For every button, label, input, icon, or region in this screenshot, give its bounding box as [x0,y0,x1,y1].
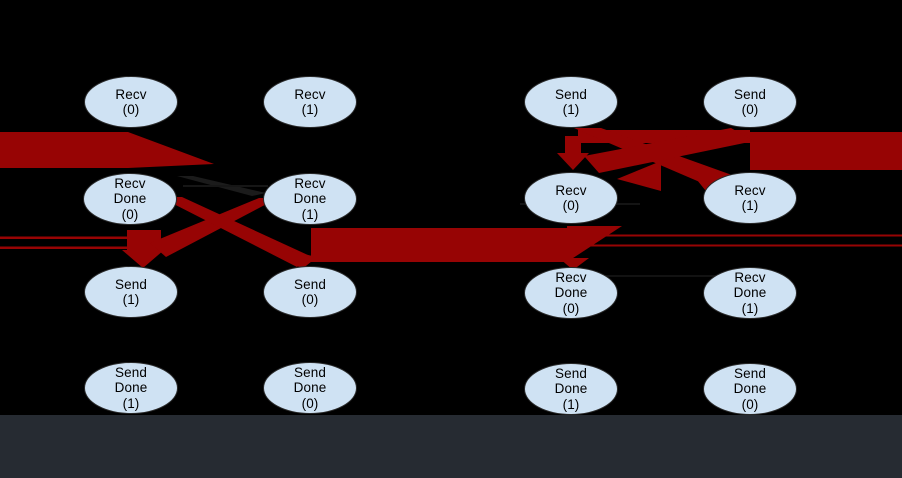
ghost-line-left [183,185,268,187]
node-label-line: (0) [562,300,580,316]
diag-recvdone0-to-send0 [160,197,310,267]
node-label-line: (0) [301,292,319,307]
node-label-line: (1) [301,206,319,222]
node-label-line: (0) [562,198,580,213]
node-label-line: Send [555,365,587,381]
node-label-line: (0) [741,102,759,117]
node-left-ch0-send-1: Send(1) [84,266,178,318]
node-label-line: Recv [734,182,766,198]
node-label-line: (1) [122,292,140,307]
node-label-line: Recv [734,269,766,285]
node-label-line: Send [115,276,147,292]
node-label-line: (0) [121,206,139,222]
node-label-line: (0) [122,102,140,117]
node-label-line: Recv [115,86,147,102]
tip-strip-above-recv0 [565,136,581,156]
node-label-line: Done [113,191,147,207]
band-left-step-taper [128,132,214,168]
arrowhead-into-send1 [122,250,164,268]
diag-recvdone1-to-send1 [150,198,278,257]
node-right-ch1-recv-1: Recv(1) [703,172,797,224]
node-label-line: Send [734,365,766,381]
node-label-line: Recv [114,175,146,191]
node-label-line: (1) [122,395,140,411]
node-label-line: Done [554,285,588,301]
node-label-line: Done [733,381,767,397]
node-label-line: Done [293,191,327,207]
node-left-ch1-recv-1: Recv(1) [263,76,357,128]
node-label-line: Done [733,285,767,301]
node-label-line: Send [115,364,147,380]
node-label-line: Send [294,276,326,292]
node-label-line: Send [734,86,766,102]
band-middle [311,228,567,262]
band-to-right-edge [750,132,902,170]
node-label-line: Send [294,364,326,380]
node-label-line: Recv [555,182,587,198]
node-label-line: Send [555,86,587,102]
footer-bar [0,415,902,478]
thin-line-right-edge-2 [580,244,902,247]
band-from-left-edge [0,132,128,168]
node-label-line: (1) [562,102,580,117]
node-label-line: Recv [294,175,326,191]
ghost-line-right [560,275,720,277]
diag-send0-to-recv0 [584,128,754,173]
node-right-ch0-recv-0: Recv(0) [524,172,618,224]
node-right-ch0-send-1: Send(1) [524,76,618,128]
node-label-line: Done [114,380,148,396]
diag-send1-to-recv1 [574,128,757,198]
arrowhead-into-recvdone0-r [559,258,589,270]
thin-line-left-edge-1 [0,236,128,239]
arrowhead-into-recv0 [557,153,589,170]
node-label-line: (1) [741,300,759,316]
node-label-line: (0) [741,396,759,412]
node-label-line: (0) [301,395,319,411]
arrowhead-mid-crossing [617,161,661,191]
node-label-line: (1) [741,198,759,213]
node-label-line: Done [554,381,588,397]
node-right-ch1-send-0: Send(0) [703,76,797,128]
node-label-line: (1) [301,102,319,117]
node-left-ch0-recv-0: Recv(0) [84,76,178,128]
node-label-line: (1) [562,396,580,412]
node-left-ch1-send-0: Send(0) [263,266,357,318]
arrow-mass-above-send1 [127,230,161,252]
node-label-line: Done [293,380,327,396]
node-label-line: Recv [294,86,326,102]
thin-line-right-edge-1 [580,234,902,237]
arrowhead-into-send0 [286,250,317,270]
node-label-line: Recv [555,269,587,285]
thin-line-left-edge-2 [0,246,128,249]
